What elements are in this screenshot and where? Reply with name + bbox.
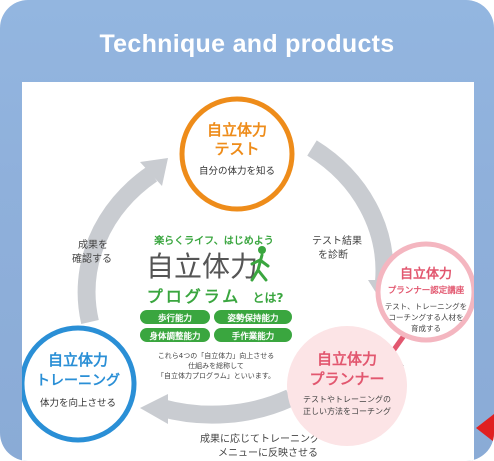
- ability-pill-2: [214, 310, 292, 324]
- center-desc-1: これら4つの「自立体力」向上させる: [158, 351, 274, 360]
- certified-title-2: プランナー認定講座: [388, 285, 465, 296]
- planner-title-1: 自立体力: [317, 350, 377, 368]
- center-desc-3: 「自立体力プログラム」といいます。: [157, 371, 275, 380]
- center-logo-sub: プログラム: [147, 287, 242, 306]
- arrow-training-to-test: [77, 166, 158, 325]
- program-cycle-diagram: テスト結果 を診断 成果を 確認する 成果に応じてトレーニング メニューに反映さ…: [22, 96, 474, 459]
- arrow-head-training: [140, 394, 168, 424]
- ability-label-2: 姿勢保持能力: [227, 313, 278, 324]
- arrow-label-reflect-1: 成果に応じてトレーニング: [200, 432, 320, 445]
- node-planner: 自立体力 プランナー テストやトレーニングの 正しい方法をコーチング: [287, 326, 407, 446]
- node-certified-course: 自立体力 プランナー認定講座 テスト、トレーニングを コーチングする人材を 育成…: [375, 241, 474, 343]
- center-logo-suffix: とは?: [253, 291, 284, 305]
- certified-caption-2: コーチングする人材を: [389, 312, 464, 322]
- arrow-label-results-2: 確認する: [72, 252, 112, 265]
- arrow-label-test-result-2: を診断: [318, 248, 348, 261]
- arrow-test-to-planner: [307, 140, 394, 283]
- node-test: 自立体力 テスト 自分の体力を知る: [179, 96, 295, 212]
- ability-pill-1: [140, 310, 210, 324]
- certified-caption-3: 育成する: [411, 323, 441, 333]
- arrow-label-results-1: 成果を: [78, 239, 108, 251]
- diagram-panel: テスト結果 を診断 成果を 確認する 成果に応じてトレーニング メニューに反映さ…: [22, 82, 474, 461]
- training-caption: 体力を向上させる: [40, 397, 116, 409]
- center-tagline: 楽らくライフ、はじめよう: [153, 234, 274, 247]
- test-caption: 自分の体力を知る: [199, 165, 275, 177]
- planner-caption-2: 正しい方法をコーチング: [303, 406, 391, 416]
- arrow-label-test-result-1: テスト結果: [312, 234, 362, 247]
- certified-caption-1: テスト、トレーニングを: [385, 301, 467, 311]
- test-title-2: テスト: [214, 140, 259, 158]
- node-training: 自立体力 トレーニング 体力を向上させる: [22, 325, 137, 443]
- ability-pill-3: [140, 328, 210, 342]
- planner-caption-1: テストやトレーニングの: [303, 394, 391, 404]
- red-pointer-icon: [476, 414, 494, 442]
- center-program: 楽らくライフ、はじめよう 自立体力 プログラム とは? 歩行能力 姿勢保持能力 …: [140, 234, 292, 380]
- walking-figure-icon: [250, 246, 270, 282]
- arrow-label-reflect-2: メニューに反映させる: [218, 447, 318, 459]
- arrow-planner-to-training: [159, 389, 294, 424]
- slide-title: Technique and products: [99, 30, 395, 58]
- ability-label-1: 歩行能力: [158, 313, 192, 324]
- ability-label-3: 身体調整能力: [148, 331, 200, 342]
- ability-label-4: 手作業能力: [232, 331, 275, 342]
- arrow-head-test: [140, 158, 168, 186]
- center-desc-2: 仕組みを総称して: [188, 361, 244, 370]
- planner-title-2: プランナー: [309, 370, 384, 388]
- ability-pill-4: [214, 328, 292, 342]
- test-title-1: 自立体力: [207, 121, 267, 139]
- training-title-1: 自立体力: [48, 351, 108, 369]
- center-logo-main: 自立体力: [146, 250, 258, 283]
- certified-title-1: 自立体力: [400, 266, 452, 282]
- training-title-2: トレーニング: [36, 372, 120, 389]
